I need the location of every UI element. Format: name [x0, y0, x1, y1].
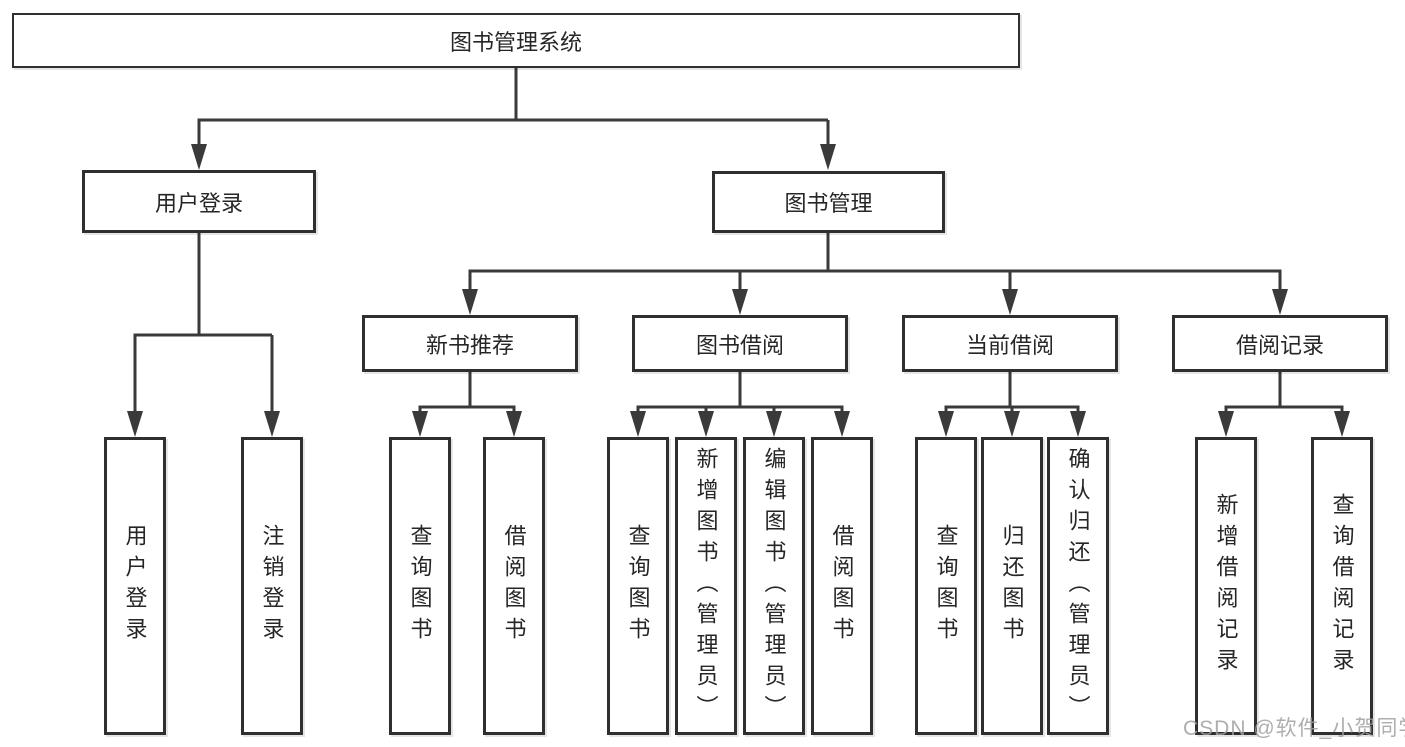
- arrow-down-icon: [820, 144, 836, 170]
- leaf-label: 查询图书: [407, 524, 433, 648]
- node-query-books-borrowing: 查询图书: [607, 437, 669, 735]
- arrow-down-icon: [630, 411, 646, 437]
- arrow-down-icon: [506, 411, 522, 437]
- node-return-books: 归还图书: [981, 437, 1043, 735]
- leaf-label: 归还图书: [999, 524, 1025, 648]
- node-book-management: 图书管理: [712, 171, 945, 233]
- connector-new-book-recommend-split: [412, 372, 522, 437]
- arrow-down-icon: [412, 411, 428, 437]
- arrow-down-icon: [766, 411, 782, 437]
- leaf-label: 新增图书（管理员）: [693, 446, 719, 726]
- arrow-down-icon: [1272, 289, 1288, 315]
- connector-user-login-split: [127, 233, 280, 437]
- connector-borrow-records-split: [1218, 372, 1350, 437]
- arrow-down-icon: [1002, 289, 1018, 315]
- arrow-down-icon: [698, 411, 714, 437]
- leaf-label: 编辑图书（管理员）: [761, 446, 787, 726]
- node-new-book-recommend: 新书推荐: [362, 315, 578, 372]
- node-user-login: 用户登录: [82, 170, 316, 233]
- leaf-label: 查询图书: [933, 524, 959, 648]
- arrow-down-icon: [1334, 411, 1350, 437]
- node-current-borrowing: 当前借阅: [902, 315, 1118, 372]
- arrow-down-icon: [732, 289, 748, 315]
- node-user-login-leaf: 用户登录: [104, 437, 166, 735]
- arrow-down-icon: [462, 289, 478, 315]
- node-query-books-recommend: 查询图书: [389, 437, 451, 735]
- leaf-label: 借阅图书: [501, 524, 527, 648]
- connector-current-borrowing-split: [938, 372, 1086, 437]
- arrow-down-icon: [264, 411, 280, 437]
- node-logout-leaf: 注销登录: [241, 437, 303, 735]
- node-book-borrowing: 图书借阅: [632, 315, 848, 372]
- leaf-label: 查询借阅记录: [1329, 493, 1355, 679]
- leaf-label: 新增借阅记录: [1213, 493, 1239, 679]
- leaf-label: 用户登录: [122, 524, 148, 648]
- arrow-down-icon: [1070, 411, 1086, 437]
- connector-book-borrowing-split: [630, 372, 850, 437]
- node-query-borrow-record: 查询借阅记录: [1311, 437, 1373, 735]
- csdn-watermark: CSDN @软件_小贺同学: [1183, 717, 1405, 740]
- arrow-down-icon: [127, 411, 143, 437]
- leaf-label: 查询图书: [625, 524, 651, 648]
- arrow-down-icon: [834, 411, 850, 437]
- node-borrow-records: 借阅记录: [1172, 315, 1388, 372]
- node-library-management-system: 图书管理系统: [12, 13, 1020, 68]
- leaf-label: 确认归还（管理员）: [1065, 446, 1091, 726]
- node-borrow-books-borrowing: 借阅图书: [811, 437, 873, 735]
- node-confirm-return-admin: 确认归还（管理员）: [1047, 437, 1109, 735]
- node-add-books-admin: 新增图书（管理员）: [675, 437, 737, 735]
- connector-root-split: [191, 68, 836, 170]
- arrow-down-icon: [1218, 411, 1234, 437]
- arrow-down-icon: [191, 144, 207, 170]
- leaf-label: 借阅图书: [829, 524, 855, 648]
- arrow-down-icon: [1004, 411, 1020, 437]
- connector-book-management-split: [462, 233, 1288, 315]
- arrow-down-icon: [938, 411, 954, 437]
- node-borrow-books-recommend: 借阅图书: [483, 437, 545, 735]
- node-query-books-current: 查询图书: [915, 437, 977, 735]
- node-add-borrow-record: 新增借阅记录: [1195, 437, 1257, 735]
- node-edit-books-admin: 编辑图书（管理员）: [743, 437, 805, 735]
- leaf-label: 注销登录: [259, 524, 285, 648]
